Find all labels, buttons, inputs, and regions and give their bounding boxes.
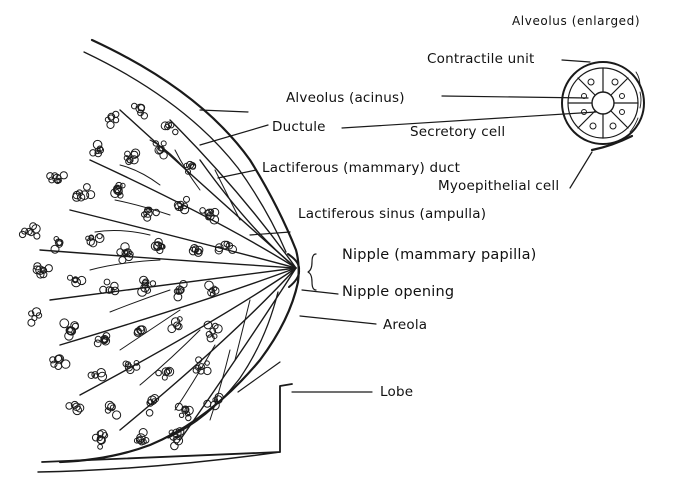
lobule <box>60 319 79 340</box>
lobule <box>66 401 84 414</box>
lobule <box>105 111 119 128</box>
lobule <box>47 172 68 184</box>
leader-lines <box>200 60 596 392</box>
lobule <box>189 245 203 257</box>
nipple-bracket <box>308 254 316 290</box>
myoepithelial-stipple <box>610 72 641 144</box>
lobule <box>92 430 107 450</box>
lobule <box>19 223 40 239</box>
label-nipple-opening: Nipple opening <box>342 284 454 300</box>
label-myoepithelial-cell: Myoepithelial cell <box>438 178 559 194</box>
lobule <box>124 149 140 165</box>
lobule <box>205 281 219 296</box>
lobule <box>146 395 158 417</box>
lactiferous-ducts <box>40 110 296 440</box>
lobule <box>111 182 125 198</box>
lobule <box>68 275 86 287</box>
chest-wall-box <box>42 384 292 462</box>
lobule <box>100 279 119 295</box>
label-areola: Areola <box>383 317 427 333</box>
leader-ductule <box>200 125 268 145</box>
lobule <box>90 140 104 156</box>
lobule <box>134 429 149 445</box>
secretory-cell-divisions <box>568 68 638 138</box>
label-lobe: Lobe <box>380 384 413 400</box>
leader-contractile-unit <box>562 60 590 62</box>
lobule <box>151 238 165 253</box>
label-alveolus-acinus: Alveolus (acinus) <box>286 90 405 106</box>
lobule <box>28 308 42 327</box>
lobule <box>105 401 120 419</box>
lobule <box>117 243 133 264</box>
leader-myoepithelial-cell <box>570 152 592 188</box>
leader-lactiferous-duct <box>218 170 256 178</box>
lobule <box>94 333 110 347</box>
skin-inner-line <box>84 52 286 252</box>
skin-outline <box>60 40 299 462</box>
lobule <box>33 263 52 278</box>
lobule <box>73 184 95 202</box>
label-lactiferous-sinus: Lactiferous sinus (ampulla) <box>298 206 486 222</box>
diagram-labels: Contractile unit Alveolus (acinus) Ductu… <box>262 51 559 400</box>
leader-areola <box>300 316 376 324</box>
lobule <box>134 326 146 337</box>
lobule <box>88 369 106 381</box>
lobule <box>161 122 178 135</box>
ductule-branches <box>90 140 250 420</box>
alveolus-enlarged-illustration <box>562 62 644 150</box>
label-lactiferous-duct: Lactiferous (mammary) duct <box>262 160 460 176</box>
lobule <box>184 161 196 174</box>
label-nipple: Nipple (mammary papilla) <box>342 247 537 263</box>
lobule <box>142 207 160 221</box>
lobule <box>132 103 148 119</box>
lobule <box>50 355 70 370</box>
leader-nipple-opening <box>302 290 338 294</box>
lobule <box>174 196 189 213</box>
lobule <box>138 276 156 296</box>
inset-title: Alveolus (enlarged) <box>512 14 640 28</box>
label-ductule: Ductule <box>272 119 326 135</box>
label-secretory-cell: Secretory cell <box>410 124 505 140</box>
leader-alveolus-inset <box>442 96 588 98</box>
lobule <box>168 317 182 333</box>
lobule <box>86 234 104 247</box>
alveolus-lumen <box>592 92 614 114</box>
label-contractile-unit: Contractile unit <box>427 51 535 67</box>
